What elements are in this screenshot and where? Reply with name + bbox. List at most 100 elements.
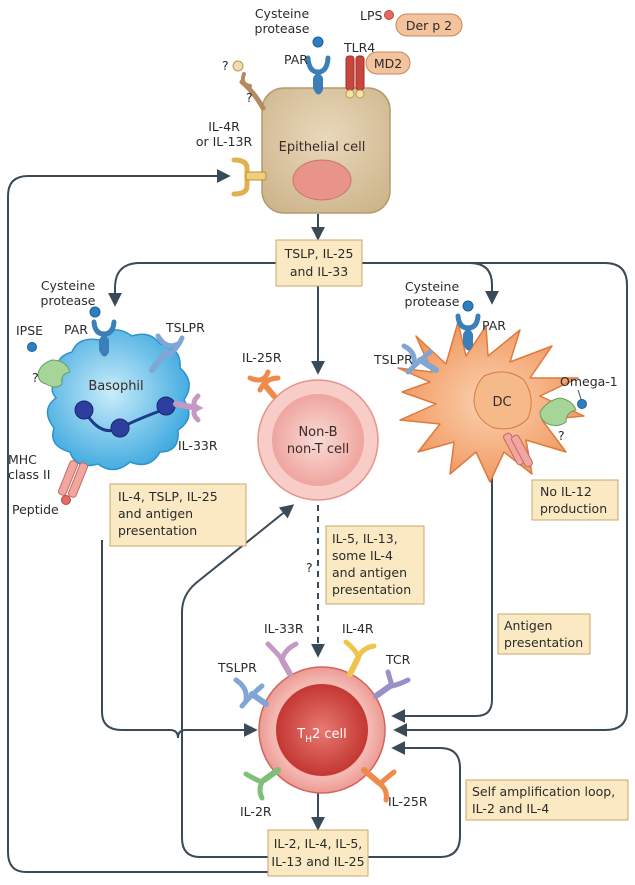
th2-cell: TH2 cell [258, 666, 386, 794]
cysteine-right-label-2: protease [405, 294, 460, 309]
th2-label-rest: 2 cell [312, 727, 347, 742]
baso-box-line-1: IL-4, TSLP, IL-25 [118, 489, 218, 504]
cytokine-box-epithelial: TSLP, IL-25 and IL-33 [275, 239, 363, 287]
il33r-receptor-left [173, 393, 204, 423]
il4r-label-1: IL-4R [208, 119, 240, 134]
nonb-label-2: non-T cell [287, 442, 349, 457]
il33r-receptor-th2 [265, 641, 299, 677]
ipse-label: IPSE [16, 323, 43, 338]
il33r-th-label: IL-33R [264, 621, 304, 636]
nonb-label-1: Non-B [298, 425, 337, 440]
cysteine-right-label-1: Cysteine [405, 279, 460, 294]
nonb-box-line-4: presentation [332, 582, 411, 597]
il4r-label-2: or IL-13R [196, 134, 253, 149]
cysteine-protease-top-label-1: Cysteine [255, 6, 310, 21]
arrow-bottom-to-nonb [181, 504, 295, 858]
cysteine-protease-top-label-2: protease [255, 21, 310, 36]
th2-label-t: T [296, 727, 305, 742]
il33r-left-label: IL-33R [178, 438, 218, 453]
basophil-label: Basophil [88, 379, 143, 394]
antigen-box-line-2: presentation [504, 635, 583, 650]
epithelial-cell-label: Epithelial cell [279, 140, 366, 155]
th2-label-h: H [305, 735, 312, 745]
self-amplification-box: Self amplification loop, IL-2 and IL-4 [465, 779, 629, 821]
md2-shape [365, 51, 411, 75]
omega-molecule [577, 399, 587, 409]
noil12-line-2: production [540, 501, 607, 516]
cysteine-protease-right [462, 300, 474, 312]
lps-molecule [384, 10, 394, 20]
il4r-epithelial-receptor [231, 157, 267, 197]
der-p2-label: Der p 2 [406, 18, 452, 33]
il4r-receptor-th2 [343, 639, 377, 677]
tcr-label: TCR [385, 652, 411, 667]
omega-receptor [539, 397, 577, 427]
svg-text:TH2 cell: TH2 cell [296, 727, 347, 745]
epithelial-cell: Epithelial cell [261, 87, 391, 214]
par-receptor-top [305, 55, 331, 95]
par-receptor-right [455, 313, 481, 351]
arrow-dc-to-th2 [391, 470, 493, 723]
self-amp-line-1: Self amplification loop, [472, 784, 615, 799]
cysteine-protease-top [312, 36, 324, 48]
il25r-mid-label: IL-25R [242, 350, 282, 365]
par-receptor-left [91, 319, 117, 357]
cysteine-protease-left [89, 306, 101, 318]
ipse-receptor [37, 359, 71, 388]
md2-label: MD2 [374, 56, 402, 71]
nonb-output-box: IL-5, IL-13, some IL-4 and antigen prese… [325, 525, 425, 605]
question-mid: ? [306, 560, 313, 575]
mhc-label-1: MHC [8, 452, 37, 467]
par-right-label: PAR [482, 318, 506, 333]
baso-box-line-3: presentation [118, 523, 197, 538]
noil12-line-1: No IL-12 [540, 484, 592, 499]
tslpr-receptor-right [401, 343, 439, 375]
par-left-label: PAR [64, 322, 88, 337]
tslp-box-line-1: TSLP, IL-25 [284, 246, 354, 261]
omega-label: Omega-1 [560, 374, 618, 389]
bottom-box-line-1: IL-2, IL-4, IL-5, [274, 836, 363, 851]
peptide-label: Peptide [12, 502, 59, 517]
il2r-receptor [243, 767, 281, 801]
il25r-receptor-mid [247, 369, 281, 399]
non-b-non-t-cell: Non-B non-T cell [257, 379, 379, 501]
ipse-molecule [27, 342, 37, 352]
tslpr-right-label: TSLPR [373, 352, 413, 367]
unknown-receptor-top [232, 60, 266, 111]
question-right: ? [558, 428, 565, 443]
tslpr-th-label: TSLPR [217, 660, 257, 675]
arrow-cytokines-to-basophil [108, 262, 276, 307]
antigen-box-line-1: Antigen [504, 618, 552, 633]
cysteine-left-label-1: Cysteine [41, 278, 96, 293]
nonb-box-line-3: and antigen [332, 565, 407, 580]
cysteine-left-label-2: protease [41, 293, 96, 308]
mhc-label-2: class II [8, 467, 50, 482]
question-top-1: ? [222, 58, 229, 73]
tslpr-left-label: TSLPR [165, 320, 205, 335]
tlr4-label: TLR4 [343, 40, 375, 55]
self-amp-line-2: IL-2 and IL-4 [472, 801, 549, 816]
tcr-receptor [373, 669, 411, 699]
th2-cytokine-box: IL-2, IL-4, IL-5, IL-13 and IL-25 [267, 829, 369, 877]
arrow-loop-to-epithelial [7, 169, 270, 873]
tslpr-receptor-left [149, 333, 185, 373]
par-top-label: PAR [284, 52, 308, 67]
der-p2-shape [395, 13, 463, 37]
dc-label: DC [492, 395, 511, 410]
il4r-th-label: IL-4R [342, 621, 374, 636]
dendritic-cell: DC [397, 321, 585, 483]
tslp-box-line-2: and IL-33 [290, 264, 348, 279]
bottom-box-line-2: IL-13 and IL-25 [271, 854, 364, 869]
tlr4-receptor [345, 55, 365, 99]
arrow-basophil-to-th2 [101, 540, 258, 739]
lps-label: LPS [360, 8, 383, 23]
connection-lines [7, 169, 628, 873]
antigen-presentation-box: Antigen presentation [497, 613, 591, 655]
baso-box-line-2: and antigen [118, 506, 193, 521]
tslpr-receptor-th2 [233, 677, 269, 709]
arrow-self-amplification [366, 741, 461, 858]
arrow-cytokines-to-th2-right [362, 262, 628, 737]
question-top-2: ? [246, 90, 253, 105]
basophil-output-box: IL-4, TSLP, IL-25 and antigen presentati… [109, 483, 247, 547]
